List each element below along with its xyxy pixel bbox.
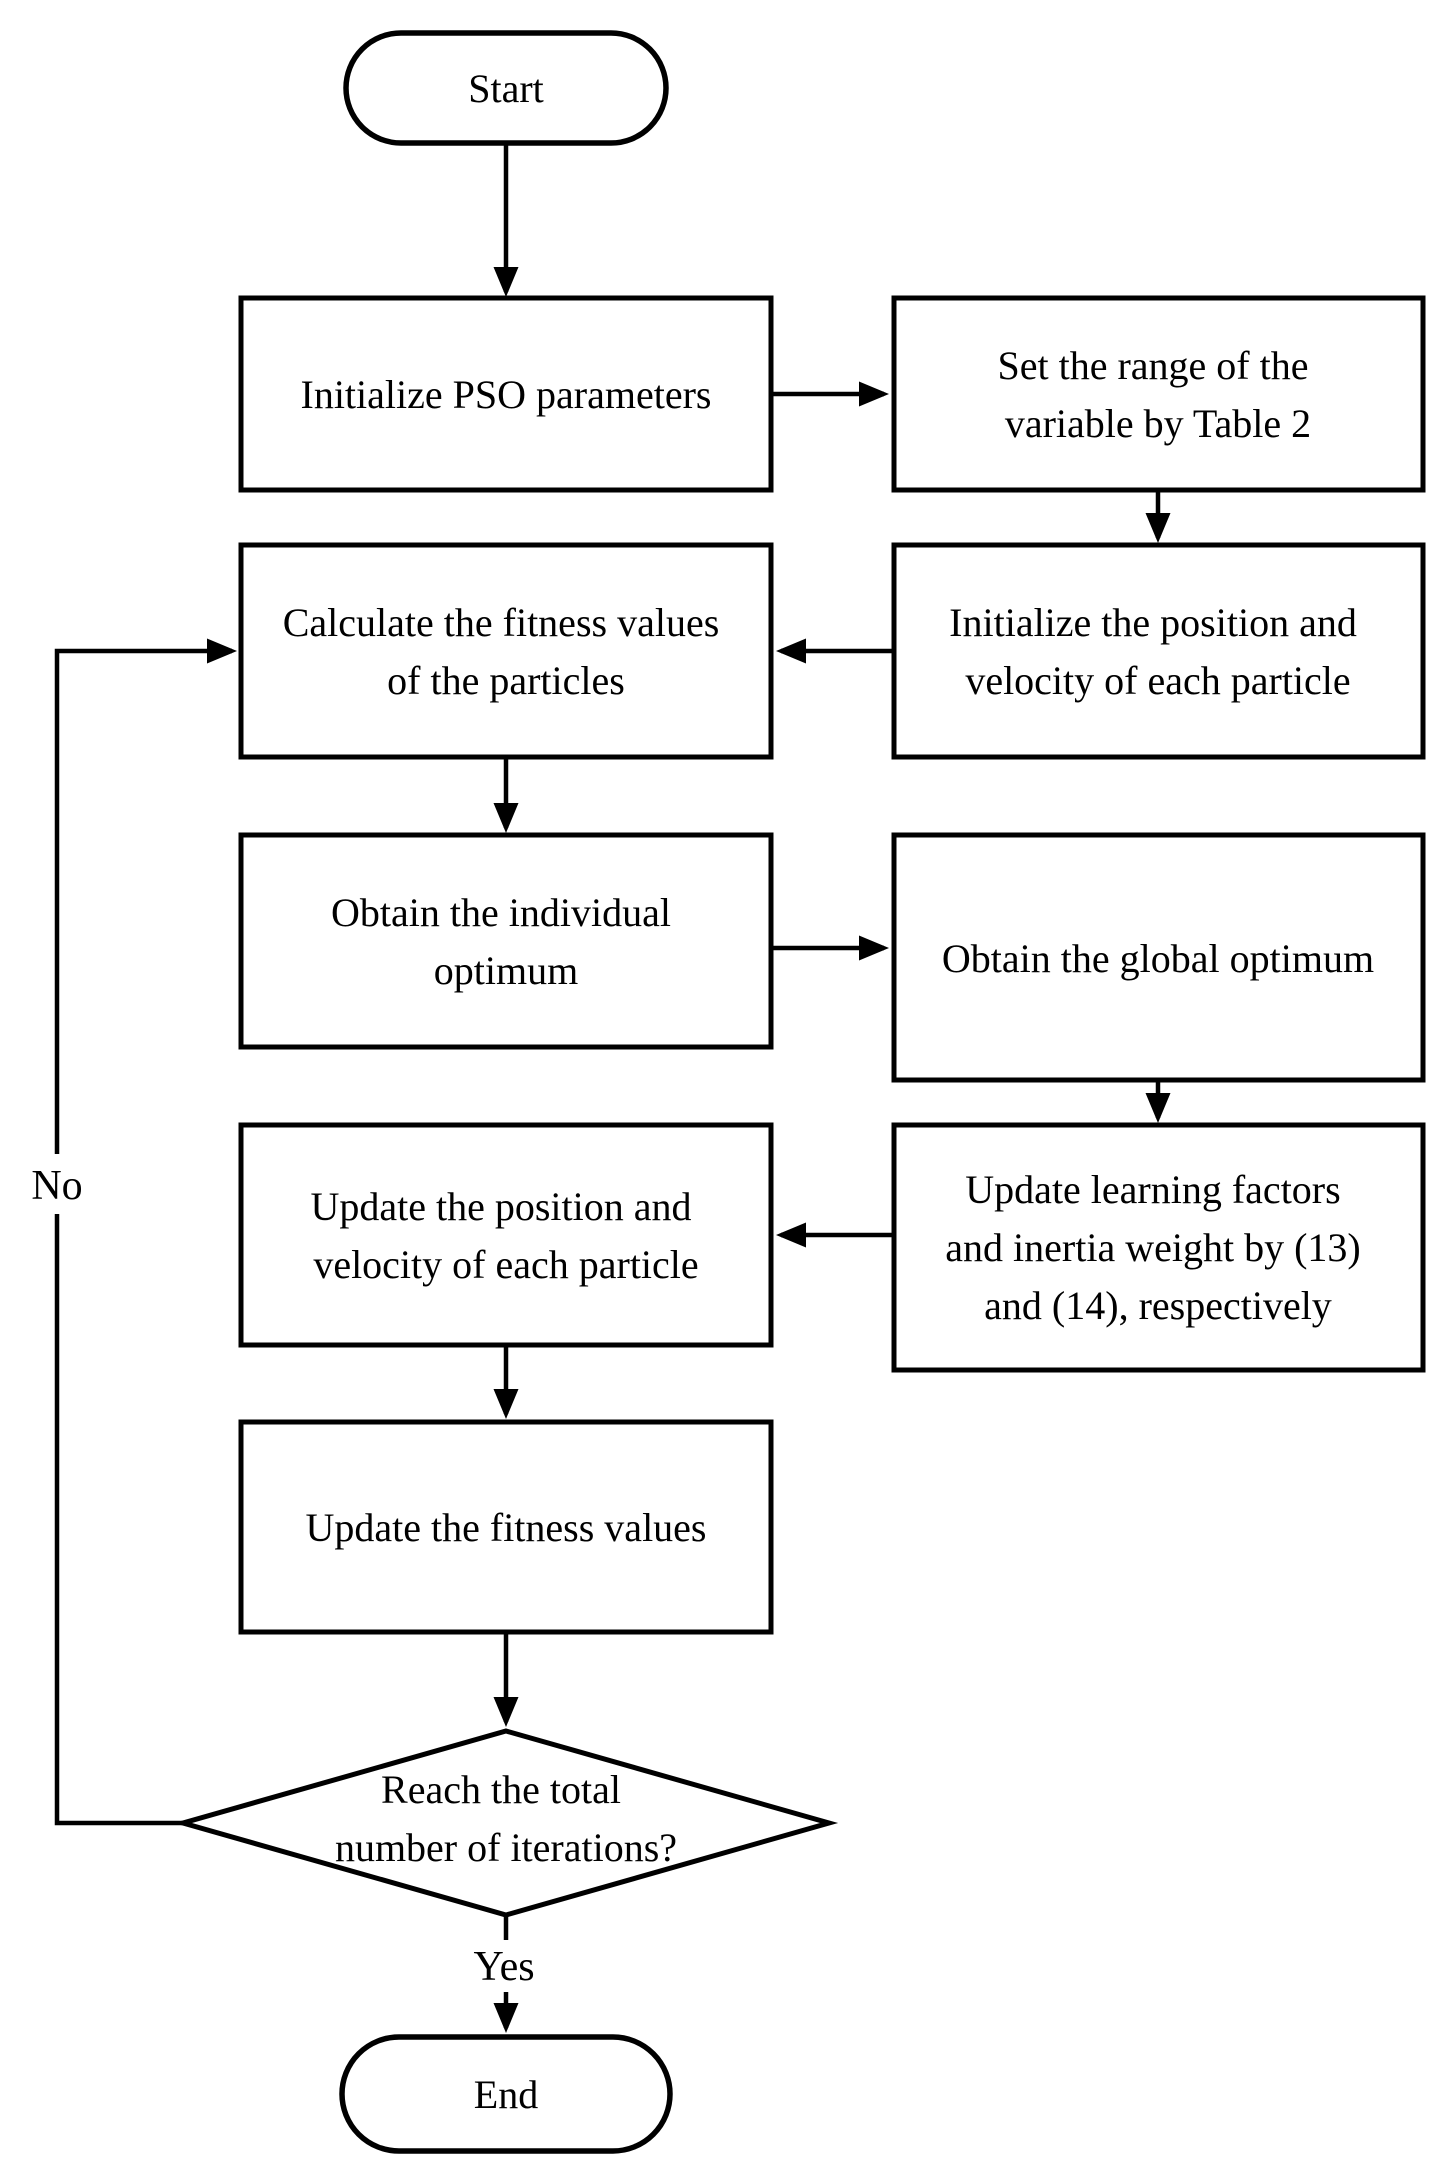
individual-optimum-label: Obtain the individual optimum <box>331 890 681 993</box>
yes-label: Yes <box>473 1944 534 1990</box>
node-start: Start <box>343 30 669 146</box>
decision-diamond <box>173 1728 839 1918</box>
node-calc-fitness: Calculate the fitness values of the part… <box>238 542 774 760</box>
init-pso-box <box>238 295 774 493</box>
start-terminator-shape <box>343 30 669 146</box>
node-end: End <box>339 2034 673 2154</box>
node-init-pso: Initialize PSO parameters <box>238 295 774 493</box>
node-global-optimum: Obtain the global optimum <box>891 832 1426 1083</box>
node-update-factors: Update learning factors and inertia weig… <box>891 1122 1426 1373</box>
update-fitness-label: Update the fitness values <box>306 1505 707 1550</box>
calc-fitness-box <box>238 542 774 760</box>
init-particles-label: Initialize the position and velocity of … <box>949 600 1367 703</box>
node-init-particles: Initialize the position and velocity of … <box>891 542 1426 760</box>
global-optimum-box <box>891 832 1426 1083</box>
node-set-range: Set the range of the variable by Table 2 <box>891 295 1426 493</box>
node-update-fitness: Update the fitness values <box>238 1419 774 1635</box>
update-fitness-box <box>238 1419 774 1635</box>
decision-label: Reach the total number of iterations? <box>335 1767 677 1870</box>
node-individual-optimum: Obtain the individual optimum <box>238 832 774 1050</box>
end-terminator-shape <box>339 2034 673 2154</box>
update-position-box <box>238 1122 774 1348</box>
calc-fitness-label: Calculate the fitness values of the part… <box>283 600 730 703</box>
init-pso-label: Initialize PSO parameters <box>301 372 712 417</box>
set-range-box <box>891 295 1426 493</box>
no-label-background <box>26 1154 88 1214</box>
edges <box>54 143 1171 2033</box>
update-position-label: Update the position and velocity of each… <box>310 1184 701 1287</box>
edge-label-yes: Yes <box>473 1944 534 1990</box>
start-label: Start <box>468 66 544 111</box>
global-optimum-label: Obtain the global optimum <box>942 936 1374 981</box>
init-particles-box <box>891 542 1426 760</box>
individual-optimum-box <box>238 832 774 1050</box>
node-update-position: Update the position and velocity of each… <box>238 1122 774 1348</box>
update-factors-box <box>891 1122 1426 1373</box>
edge-decision-no-loop <box>54 638 237 1826</box>
no-label: No <box>31 1163 82 1209</box>
edge-label-no: No <box>26 1154 88 1214</box>
set-range-label: Set the range of the variable by Table 2 <box>998 343 1319 446</box>
node-decision: Reach the total number of iterations? <box>173 1728 839 1918</box>
update-factors-label: Update learning factors and inertia weig… <box>945 1167 1370 1328</box>
end-label: End <box>474 2072 538 2117</box>
